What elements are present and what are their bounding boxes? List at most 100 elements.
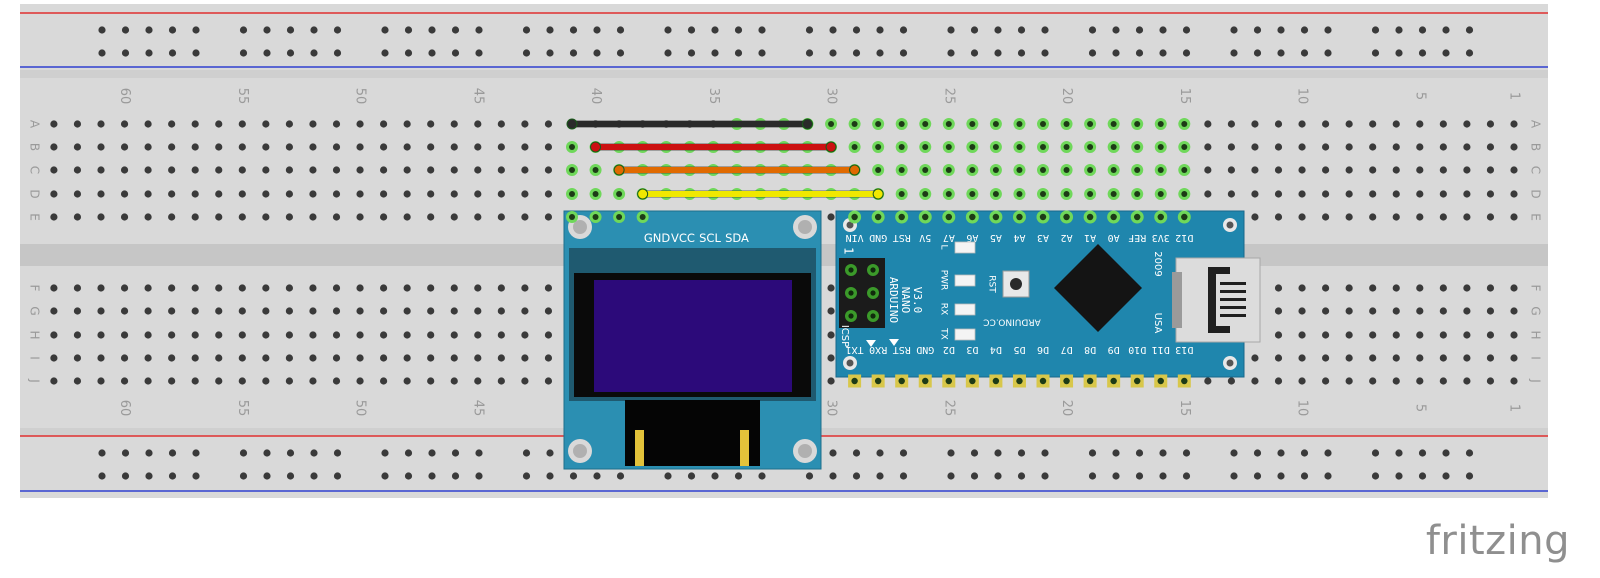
- breadboard-hole: [1510, 377, 1518, 385]
- breadboard-hole: [97, 331, 105, 339]
- rail-hole: [1465, 49, 1474, 57]
- arduino-nano: D123V3REFA0A1A2A3A4A5A6A75VRSTGNDVIND13D…: [835, 210, 1261, 388]
- connected-hole: [1134, 167, 1141, 173]
- breadboard-hole: [1274, 190, 1283, 198]
- breadboard-hole: [450, 120, 458, 128]
- row-letter-label: J: [28, 378, 42, 383]
- breadboard-hole: [521, 166, 529, 174]
- breadboard-hole: [380, 120, 388, 128]
- rail-hole: [192, 49, 200, 57]
- row-letter-label: I: [1529, 356, 1543, 360]
- rail-hole: [1277, 49, 1285, 57]
- rail-hole: [1300, 472, 1309, 480]
- breadboard-hole: [521, 284, 529, 292]
- nano-pin: [874, 213, 882, 221]
- connected-hole: [1087, 191, 1094, 197]
- rail-hole: [734, 26, 743, 34]
- rail-hole: [1300, 449, 1309, 457]
- breadboard-hole: [1204, 143, 1212, 151]
- connected-hole: [1110, 121, 1117, 127]
- connected-hole: [992, 121, 999, 127]
- rail-hole: [1371, 449, 1380, 457]
- breadboard-hole: [1345, 377, 1353, 385]
- breadboard-hole: [1274, 307, 1283, 315]
- breadboard-hole: [450, 331, 458, 339]
- breadboard-hole: [474, 166, 482, 174]
- rail-hole: [1017, 472, 1026, 480]
- rail-hole: [98, 449, 106, 457]
- icsp-pin: [870, 290, 876, 296]
- breadboard-hole: [120, 213, 129, 221]
- nano-pin: [1086, 377, 1094, 385]
- breadboard-hole: [403, 190, 411, 198]
- breadboard-hole: [50, 166, 58, 174]
- nano-pin: [922, 213, 929, 221]
- breadboard-hole: [1416, 331, 1424, 339]
- rail-hole: [1182, 449, 1191, 457]
- breadboard-hole: [309, 377, 317, 385]
- breadboard-hole: [1274, 331, 1283, 339]
- connected-hole: [1063, 144, 1070, 150]
- led-tx: [954, 328, 976, 341]
- nano-pin: [851, 377, 858, 385]
- breadboard-hole: [1463, 377, 1471, 385]
- breadboard-hole: [1322, 190, 1330, 198]
- icsp-pin: [848, 290, 854, 296]
- connected-hole: [1181, 144, 1188, 150]
- breadboard-hole: [168, 166, 176, 174]
- rail-hole: [428, 472, 436, 480]
- connected-hole: [1087, 167, 1094, 173]
- breadboard-hole: [262, 143, 270, 151]
- rail-hole: [1230, 26, 1238, 34]
- breadboard-hole: [450, 213, 458, 221]
- rail-hole: [192, 472, 200, 480]
- breadboard-hole: [427, 190, 435, 198]
- breadboard-hole: [309, 120, 317, 128]
- rail-hole: [1135, 472, 1144, 480]
- rail-hole: [687, 49, 696, 57]
- nano-pin: [1181, 377, 1188, 385]
- connected-hole: [1181, 121, 1188, 127]
- rail-hole: [263, 49, 271, 57]
- breadboard-hole: [380, 190, 388, 198]
- breadboard-hole: [1510, 143, 1518, 151]
- breadboard-hole: [1251, 190, 1259, 198]
- led-rx: [954, 303, 976, 316]
- connected-hole: [875, 144, 882, 150]
- breadboard-hole: [356, 307, 364, 315]
- rail-hole: [1017, 449, 1026, 457]
- breadboard-hole: [427, 120, 435, 128]
- rail-hole: [569, 49, 578, 57]
- breadboard-hole: [521, 354, 529, 362]
- icsp-label: ICSP: [839, 325, 850, 347]
- breadboard-hole: [1345, 284, 1353, 292]
- breadboard-hole: [450, 143, 458, 151]
- breadboard-hole: [1369, 143, 1377, 151]
- breadboard-hole: [1274, 213, 1283, 221]
- connected-hole: [1040, 191, 1046, 197]
- rail-hole: [239, 449, 248, 457]
- breadboard-hole: [168, 307, 176, 315]
- rail-hole: [381, 472, 389, 480]
- breadboard-hole: [73, 143, 82, 151]
- connected-hole: [1134, 191, 1141, 197]
- breadboard-hole: [1392, 143, 1400, 151]
- breadboard-hole: [1486, 143, 1495, 151]
- breadboard-hole: [356, 331, 364, 339]
- rail-hole: [98, 26, 106, 34]
- rail-hole: [428, 49, 436, 57]
- rail-hole: [404, 49, 413, 57]
- breadboard-hole: [50, 143, 58, 151]
- nano-pin: [1086, 213, 1094, 221]
- rail-hole: [286, 472, 295, 480]
- breadboard-hole: [120, 331, 129, 339]
- wire-end: [802, 118, 813, 130]
- nano-pin: [1039, 213, 1047, 221]
- connected-hole: [1110, 191, 1117, 197]
- breadboard-hole: [474, 284, 482, 292]
- breadboard-hole: [1345, 190, 1353, 198]
- breadboard-hole: [450, 284, 458, 292]
- breadboard-hole: [450, 354, 458, 362]
- breadboard-hole: [332, 166, 341, 174]
- rail-hole: [1395, 49, 1403, 57]
